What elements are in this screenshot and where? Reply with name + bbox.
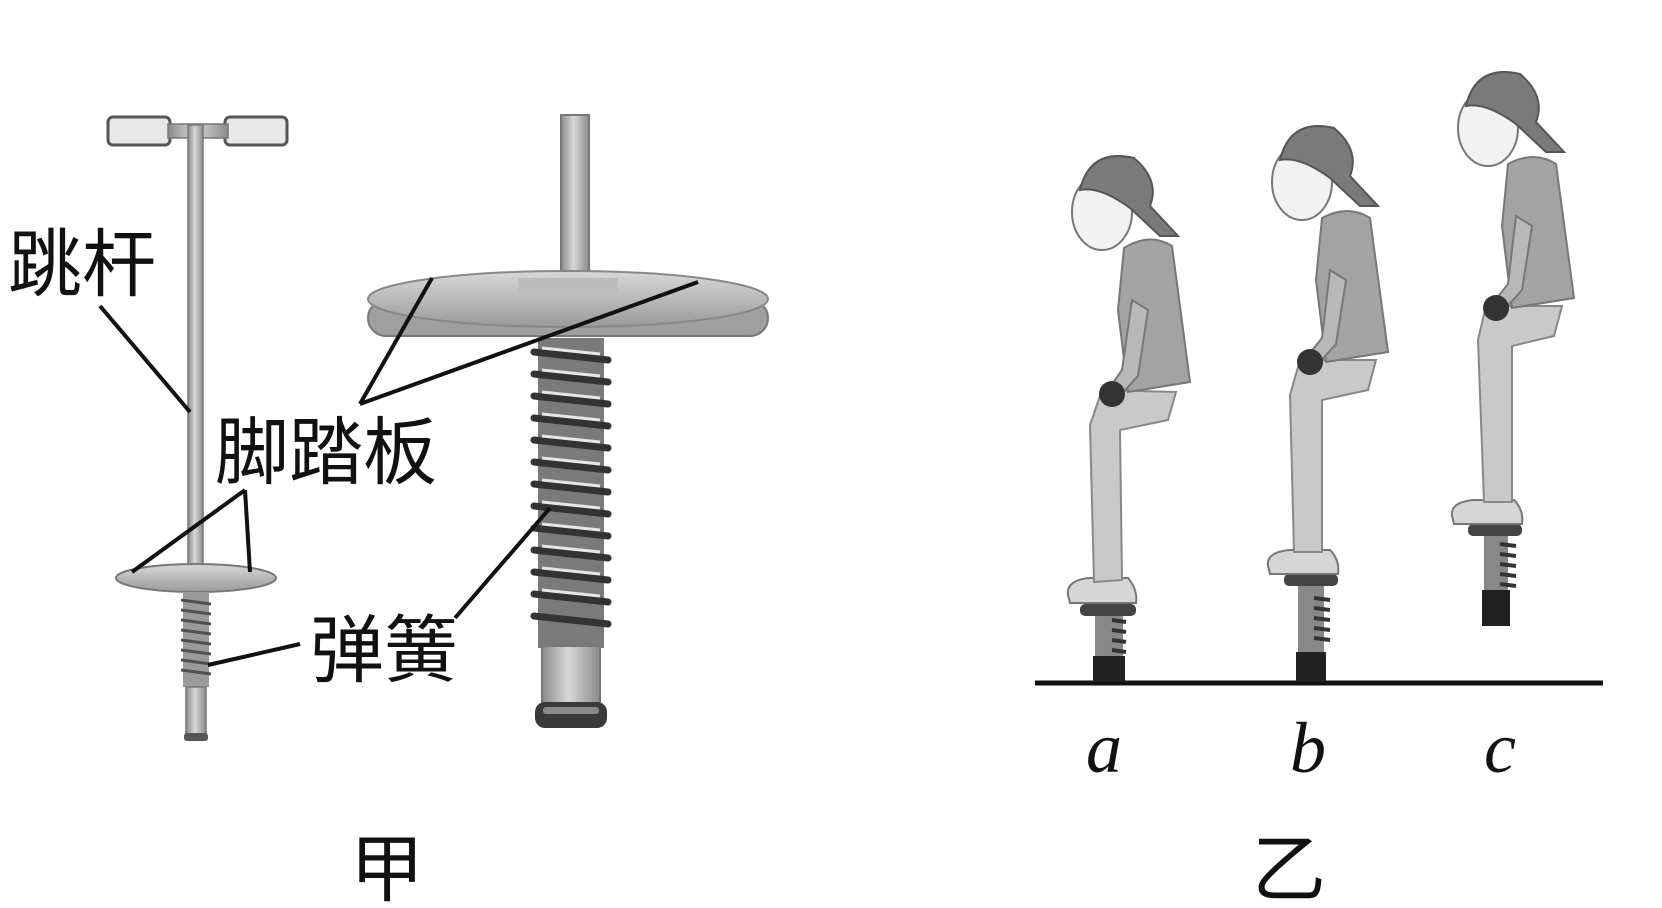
small-foot-tip (184, 733, 208, 741)
figure-person-a (1066, 155, 1192, 682)
pogo-b-spring (1313, 596, 1331, 642)
position-label-c: c (1484, 708, 1516, 788)
pants-c (1476, 305, 1564, 503)
pogo-c-plate (1468, 524, 1522, 536)
left-handle (106, 115, 172, 147)
closeup-spring-highlights (541, 346, 601, 598)
caption-yi: 乙 (1252, 827, 1326, 908)
hand-a (1099, 381, 1125, 407)
cap-b (1278, 125, 1381, 207)
label-jiao-ta-ban: 脚踏板 (215, 410, 437, 496)
leader-jiao-ta-ban-right (243, 489, 252, 573)
leader-jiao-ta-ban-closeup-right (359, 280, 699, 406)
hand-c (1483, 295, 1509, 321)
closeup-rod (560, 114, 590, 296)
pogo-b-foot (1296, 652, 1326, 682)
leader-jiao-ta-ban-left (130, 488, 247, 574)
pogo-a-spring (1111, 618, 1127, 654)
leader-tan-huang-right (453, 506, 552, 620)
closeup-foot-cap (535, 702, 607, 728)
position-label-b: b (1290, 708, 1326, 788)
label-tiao-gan: 跳杆 (8, 222, 156, 308)
right-handle (223, 115, 289, 147)
pogo-b-plate (1284, 574, 1338, 586)
small-lower-tube (185, 686, 207, 736)
leader-jiao-ta-ban-closeup-left (358, 277, 434, 405)
pogo-c-foot (1482, 590, 1510, 626)
pants-a (1088, 388, 1178, 584)
position-label-a: a (1086, 708, 1122, 788)
cap-c (1464, 71, 1567, 153)
pogo-stick-closeup (367, 114, 769, 728)
label-leader-lines (98, 277, 699, 667)
pogo-rod (187, 124, 204, 576)
hand-b (1297, 349, 1323, 375)
figure-person-c (1450, 71, 1576, 626)
pogo-stick-full (106, 115, 289, 741)
leader-tan-huang-left (207, 642, 301, 667)
small-spring-coils (180, 598, 212, 676)
pogo-c-spring (1499, 542, 1517, 588)
closeup-plate-hub (518, 278, 618, 294)
pants-b (1288, 359, 1378, 553)
closeup-spring-coils (530, 348, 612, 628)
leader-tiao-gan (98, 304, 192, 414)
label-tan-huang: 弹簧 (310, 608, 458, 694)
pogo-a-plate (1080, 604, 1136, 616)
figure-person-b (1266, 125, 1390, 682)
cap-a (1078, 155, 1181, 237)
caption-jia: 甲 (350, 827, 424, 908)
closeup-lower-tube (541, 645, 601, 705)
pogo-a-foot (1093, 656, 1125, 682)
